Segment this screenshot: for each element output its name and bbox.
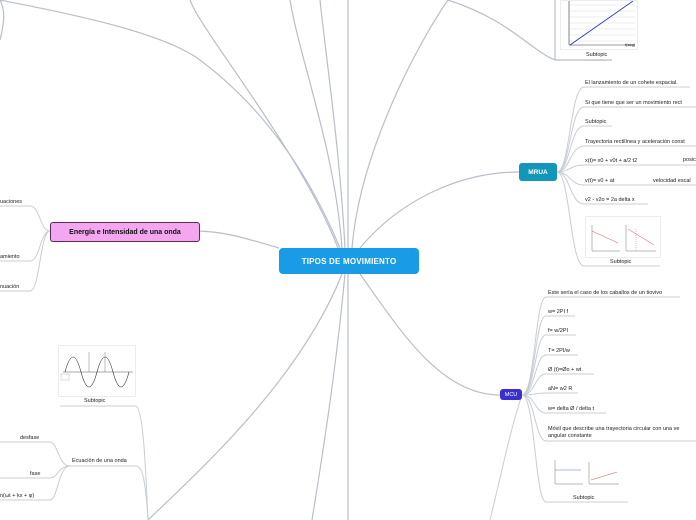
energia-item-2[interactable]: amiento [0,254,20,260]
graph-subtopic[interactable]: Subtopic [586,52,608,61]
mrua-subtopic-image[interactable]: Subtopic [610,259,632,265]
link-top-1 [289,0,343,249]
mrua-item-1[interactable]: El lanzamiento de un cohete espacial. [585,80,678,86]
mcu-item-2[interactable]: w= 2PI f [548,309,569,315]
mcu-item-4[interactable]: T= 2PI/w [548,348,570,354]
mrua-side-label-1[interactable]: posic [683,157,696,163]
wave-formula[interactable]: n(ωt + kx + φ) [0,493,35,499]
mrua-graphs-icon [591,225,656,252]
mrua-item-6[interactable]: v(t)= v0 + at [585,178,615,184]
link-energia [197,230,280,249]
mcu-item-6[interactable]: aN= w2 R [548,386,573,392]
graph-image[interactable]: t(seg) [560,0,638,50]
ecuacion-onda[interactable]: Ecuación de una onda [72,458,127,464]
link-graph [447,0,612,61]
mrua-item-3[interactable]: Subtopic [585,119,607,125]
wave-subtopic[interactable]: Subtopic [84,398,106,404]
mcu-subtopic-image[interactable]: Subtopic [573,495,595,501]
mrua-side-label-2[interactable]: velocidad escal [653,178,691,184]
mrua-item-4[interactable]: Trayectoria rectilínea y aceleración con… [585,139,685,145]
mcu-item-8-cont: angular constante [548,433,592,439]
mrua-item-7[interactable]: v2 - v2o = 2a delta x [585,197,635,203]
mcu-item-3[interactable]: f= w/2PI [548,328,569,334]
mcu-image[interactable] [548,455,626,493]
position-time-graph-icon [568,1,635,46]
link-top-5 [189,0,339,249]
mcu-item-5[interactable]: Ø (t)=Øo + wt [548,367,582,373]
mcu-item-1[interactable]: Este sería el caso de los caballos de un… [548,290,663,296]
mrua-item-2[interactable]: Si que tiene que ser un movimiento rect [585,100,682,106]
link-top-2 [319,0,346,249]
desfase-label[interactable]: desfase [20,435,40,441]
mrua-image[interactable] [585,216,661,258]
link-top-6 [0,0,341,249]
mrua-node[interactable]: MRUA [519,163,557,181]
link-top-4 [351,0,449,249]
energia-item-3[interactable]: nuación [0,284,20,290]
mcu-node[interactable]: MCU [500,389,522,400]
energia-node[interactable]: Energía e Intensidad de una onda [50,222,200,242]
link-left-edge [0,0,5,41]
mcu-graphs-icon [554,460,619,485]
link-mcu [359,273,501,396]
link-bottom-3 [147,273,343,520]
graph-axis-label: t(seg) [625,42,636,47]
link-mrua [359,171,520,249]
wave-icon [60,352,133,388]
fase-label[interactable]: fase [30,471,41,477]
central-topic[interactable]: TIPOS DE MOVIMIENTO [279,248,419,274]
mcu-item-8[interactable]: Móvil que describe una trayectoria circu… [548,426,680,432]
energia-item-1[interactable]: uaciones [0,199,23,205]
wave-image[interactable] [58,345,136,397]
mcu-item-7[interactable]: w= delta Ø / delta t [548,406,595,412]
link-bottom-2 [311,273,346,520]
mrua-item-5[interactable]: x(t)= x0 + v0t + a/2 t2 [585,158,638,164]
